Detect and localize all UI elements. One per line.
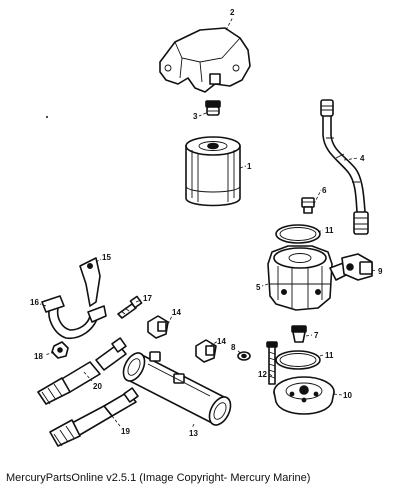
copyright-caption: MercuryPartsOnline v2.5.1 (Image Copyrig…: [6, 472, 311, 484]
part-19-hose-fitting: [49, 387, 139, 447]
part-17-bolt: [117, 295, 143, 319]
part-12-stud-bolt: [266, 341, 278, 385]
callout-1: 1: [247, 162, 252, 171]
callout-18: 18: [34, 352, 43, 361]
callout-14-left: 14: [172, 308, 181, 317]
part-11-upper-o-ring: [275, 224, 321, 244]
part-4-oil-line: [320, 99, 369, 235]
part-20-hose-fitting: [37, 337, 127, 405]
callout-17: 17: [143, 294, 152, 303]
callout-3: 3: [193, 112, 198, 121]
stray-dot: [46, 116, 48, 118]
callout-2: 2: [230, 8, 235, 17]
callout-6: 6: [322, 186, 327, 195]
part-10-filter-cover: [273, 376, 335, 415]
callout-19: 19: [121, 427, 130, 436]
part-18-nut: [51, 341, 69, 359]
part-15-bracket: [79, 257, 101, 307]
callout-numbers: 1 2 3 4 5 6 7 8 9 10 11 11 12 13 14 14 1…: [30, 8, 383, 438]
part-2-filter-adapter: [159, 27, 251, 93]
callout-14-right: 14: [217, 337, 226, 346]
part-11-lower-o-ring: [275, 350, 321, 370]
callout-13: 13: [189, 429, 198, 438]
part-5-filter-housing: [267, 245, 353, 311]
callout-9: 9: [378, 267, 383, 276]
part-16-clamp: [41, 295, 107, 340]
part-14-left-elbow-fitting: [147, 315, 169, 339]
callout-8: 8: [231, 343, 236, 352]
part-14-right-elbow-fitting: [195, 339, 217, 363]
part-3-fitting: [205, 100, 221, 116]
part-9-elbow-fitting: [341, 253, 373, 281]
callout-20: 20: [93, 382, 102, 391]
callout-11-lower: 11: [325, 351, 334, 360]
callout-10: 10: [343, 391, 352, 400]
part-13-oil-cooler: [122, 351, 232, 426]
callout-15: 15: [102, 253, 111, 262]
callout-7: 7: [314, 331, 319, 340]
callout-11-upper: 11: [325, 226, 334, 235]
part-1-oil-filter: [185, 136, 241, 207]
callout-12: 12: [258, 370, 267, 379]
part-6-plug: [301, 197, 315, 214]
callout-4: 4: [360, 154, 365, 163]
part-7-plug: [291, 325, 307, 343]
callout-16: 16: [30, 298, 39, 307]
callout-leaders: [39, 16, 378, 429]
callout-5: 5: [256, 283, 261, 292]
